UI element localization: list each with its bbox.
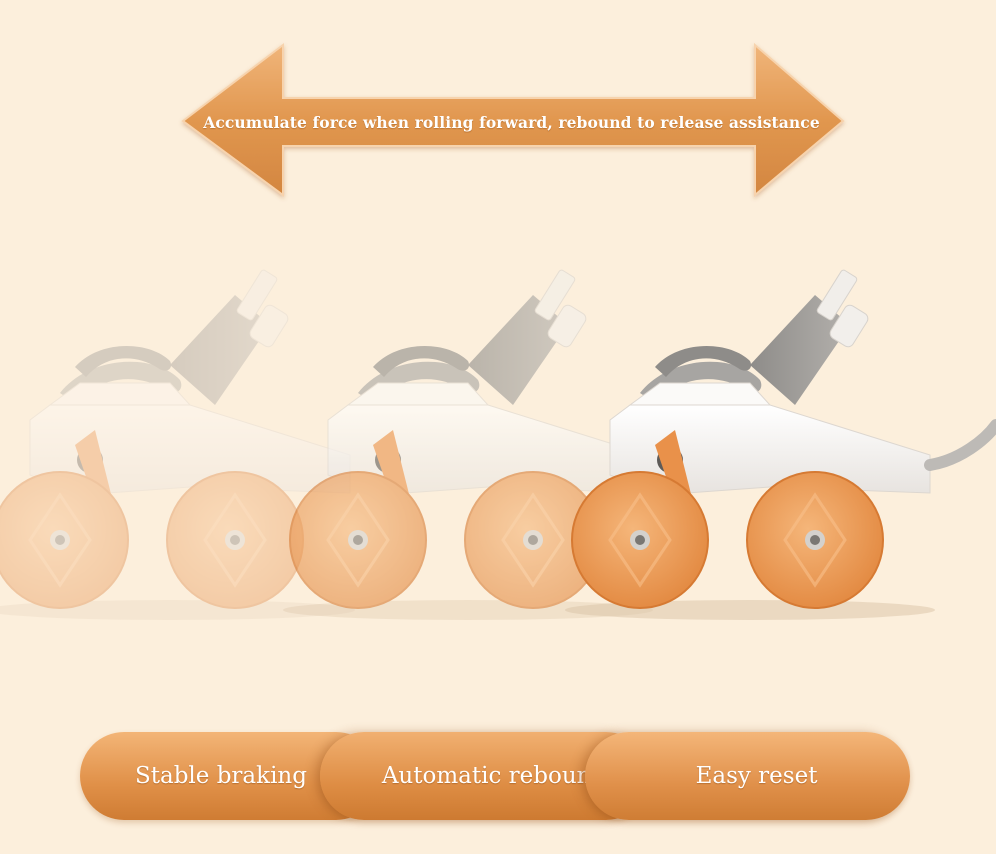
double-arrow-icon: [181, 42, 845, 198]
ab-roller-illustration: [0, 240, 996, 640]
feature-label: Stable braking: [135, 763, 307, 789]
ab-roller: [563, 267, 937, 622]
feature-label: Automatic rebound: [381, 763, 607, 789]
feature-label: Easy reset: [695, 763, 818, 789]
ab-roller-image: [0, 267, 996, 622]
arrow-caption: Accumulate force when rolling forward, r…: [203, 112, 820, 132]
feature-pill-easy-reset: Easy reset: [585, 732, 910, 820]
feature-pills: Stable braking Automatic rebound Easy re…: [80, 732, 910, 822]
double-arrow: Accumulate force when rolling forward, r…: [0, 0, 996, 220]
